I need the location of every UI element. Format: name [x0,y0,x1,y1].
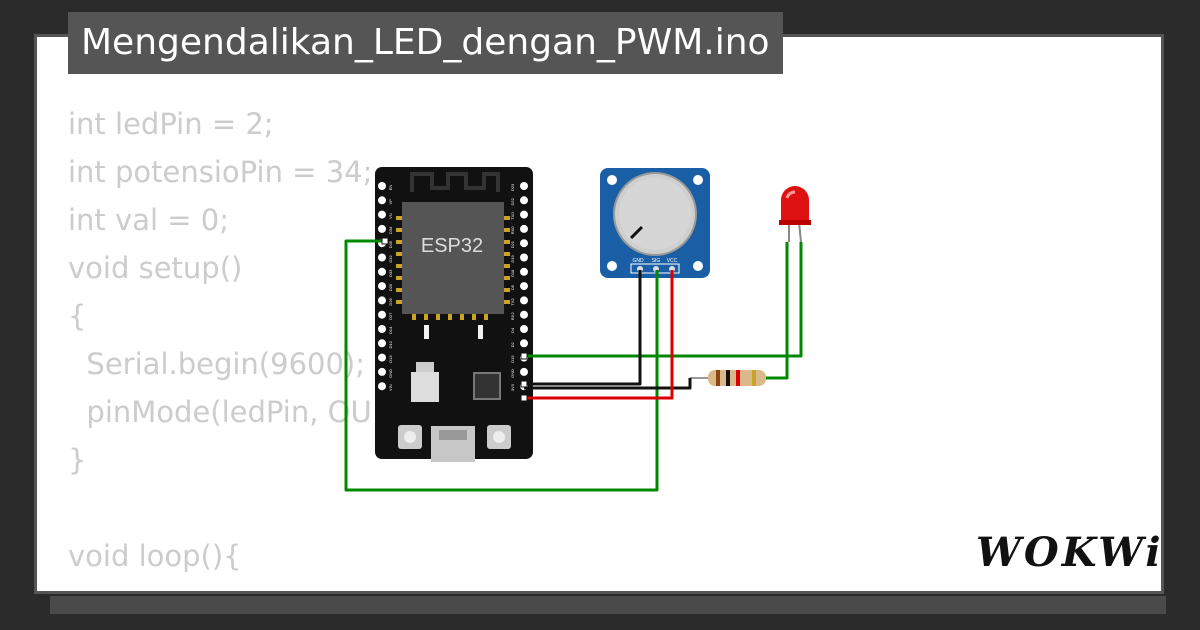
header-pin [378,253,386,262]
pin-label: D19 [510,255,515,263]
pin-label: GND [388,369,393,378]
header-pin [378,267,386,276]
header-pin [378,339,386,348]
code-line: } [68,443,87,477]
pin-label: D23 [510,183,515,191]
pot-pin-label: SIG [652,258,661,264]
code-line: pinMode(ledPin, OU [68,395,372,429]
pin-label: D27 [388,312,393,320]
pin-label: D35 [388,240,393,248]
pin-label: D14 [388,326,393,334]
red-led [779,186,811,243]
pin-label: D15 [510,355,515,363]
header-pin [378,282,386,291]
pin-label: VN [388,213,393,219]
code-line: int potensioPin = 34; [68,155,373,189]
wire-endpoints [381,237,528,402]
code-line: void setup() [68,251,243,285]
header-pin [378,382,386,391]
wires [344,239,803,492]
file-title: Mengendalikan_LED_dengan_PWM.ino [68,12,783,74]
pin-label: D5 [510,284,515,290]
pin-label: D34 [388,226,393,234]
pot-pin-label: VCC [667,258,678,264]
header-pin [378,353,386,362]
pot-pin-label: GND [632,258,644,264]
esp32-board: ESP32 [375,167,533,462]
pin-label: D22 [510,197,515,205]
header-pin [378,310,386,319]
pin-label: D2 [510,341,515,347]
pin-label: VP [388,199,393,205]
header-pin [520,239,528,248]
pin-label: TX2 [510,297,515,305]
pin-label: D18 [510,269,515,277]
header-pin [520,267,528,276]
pin-label: D13 [388,355,393,363]
code-line: void loop(){ [68,539,242,573]
potentiometer: GND SIG VCC [600,168,710,278]
code-preview: int ledPin = 2; int potensioPin = 34; in… [68,100,1158,592]
header-pin [378,182,386,190]
header-pin [378,224,386,233]
code-line: Serial.begin(9600); [68,347,366,381]
header-pin [520,367,528,376]
header-pin [378,325,386,333]
code-line: int ledPin = 2; [68,107,274,141]
pin-label: GND [510,369,515,378]
header-pin [520,210,528,219]
pin-label: D21 [510,240,515,248]
pin-label: D12 [388,340,393,348]
header-pin [378,196,386,205]
header-pin [520,253,528,262]
code-line: int val = 0; [68,203,229,237]
wokwi-logo: WOKWi [976,529,1164,576]
pin-label: D32 [388,255,393,263]
preview-card [34,34,1164,594]
pin-label: RX0 [510,226,515,235]
pin-label: RX2 [510,312,515,321]
header-pin [378,296,386,305]
pin-label: VIN [388,384,393,391]
esp32-label: ESP32 [421,235,483,257]
header-pin [520,296,528,305]
esp32-right-header [520,182,528,391]
resistor [690,370,780,386]
header-pin [520,339,528,348]
card-shadow [50,596,1166,614]
pin-label: TX0 [510,212,515,220]
pin-label: D4 [510,327,515,333]
header-pin [520,325,528,333]
pin-label: D25 [388,283,393,291]
header-pin [520,310,528,319]
pin-label: D33 [388,269,393,277]
header-pin [378,367,386,376]
header-pin [378,210,386,219]
header-pin [520,196,528,205]
code-line: { [68,299,87,333]
pin-label: EN [388,185,393,191]
pin-label: 3V3 [510,383,515,391]
header-pin [520,182,528,190]
pin-label: D26 [388,297,393,305]
header-pin [520,282,528,291]
esp32-left-header [378,182,386,391]
header-pin [520,224,528,233]
